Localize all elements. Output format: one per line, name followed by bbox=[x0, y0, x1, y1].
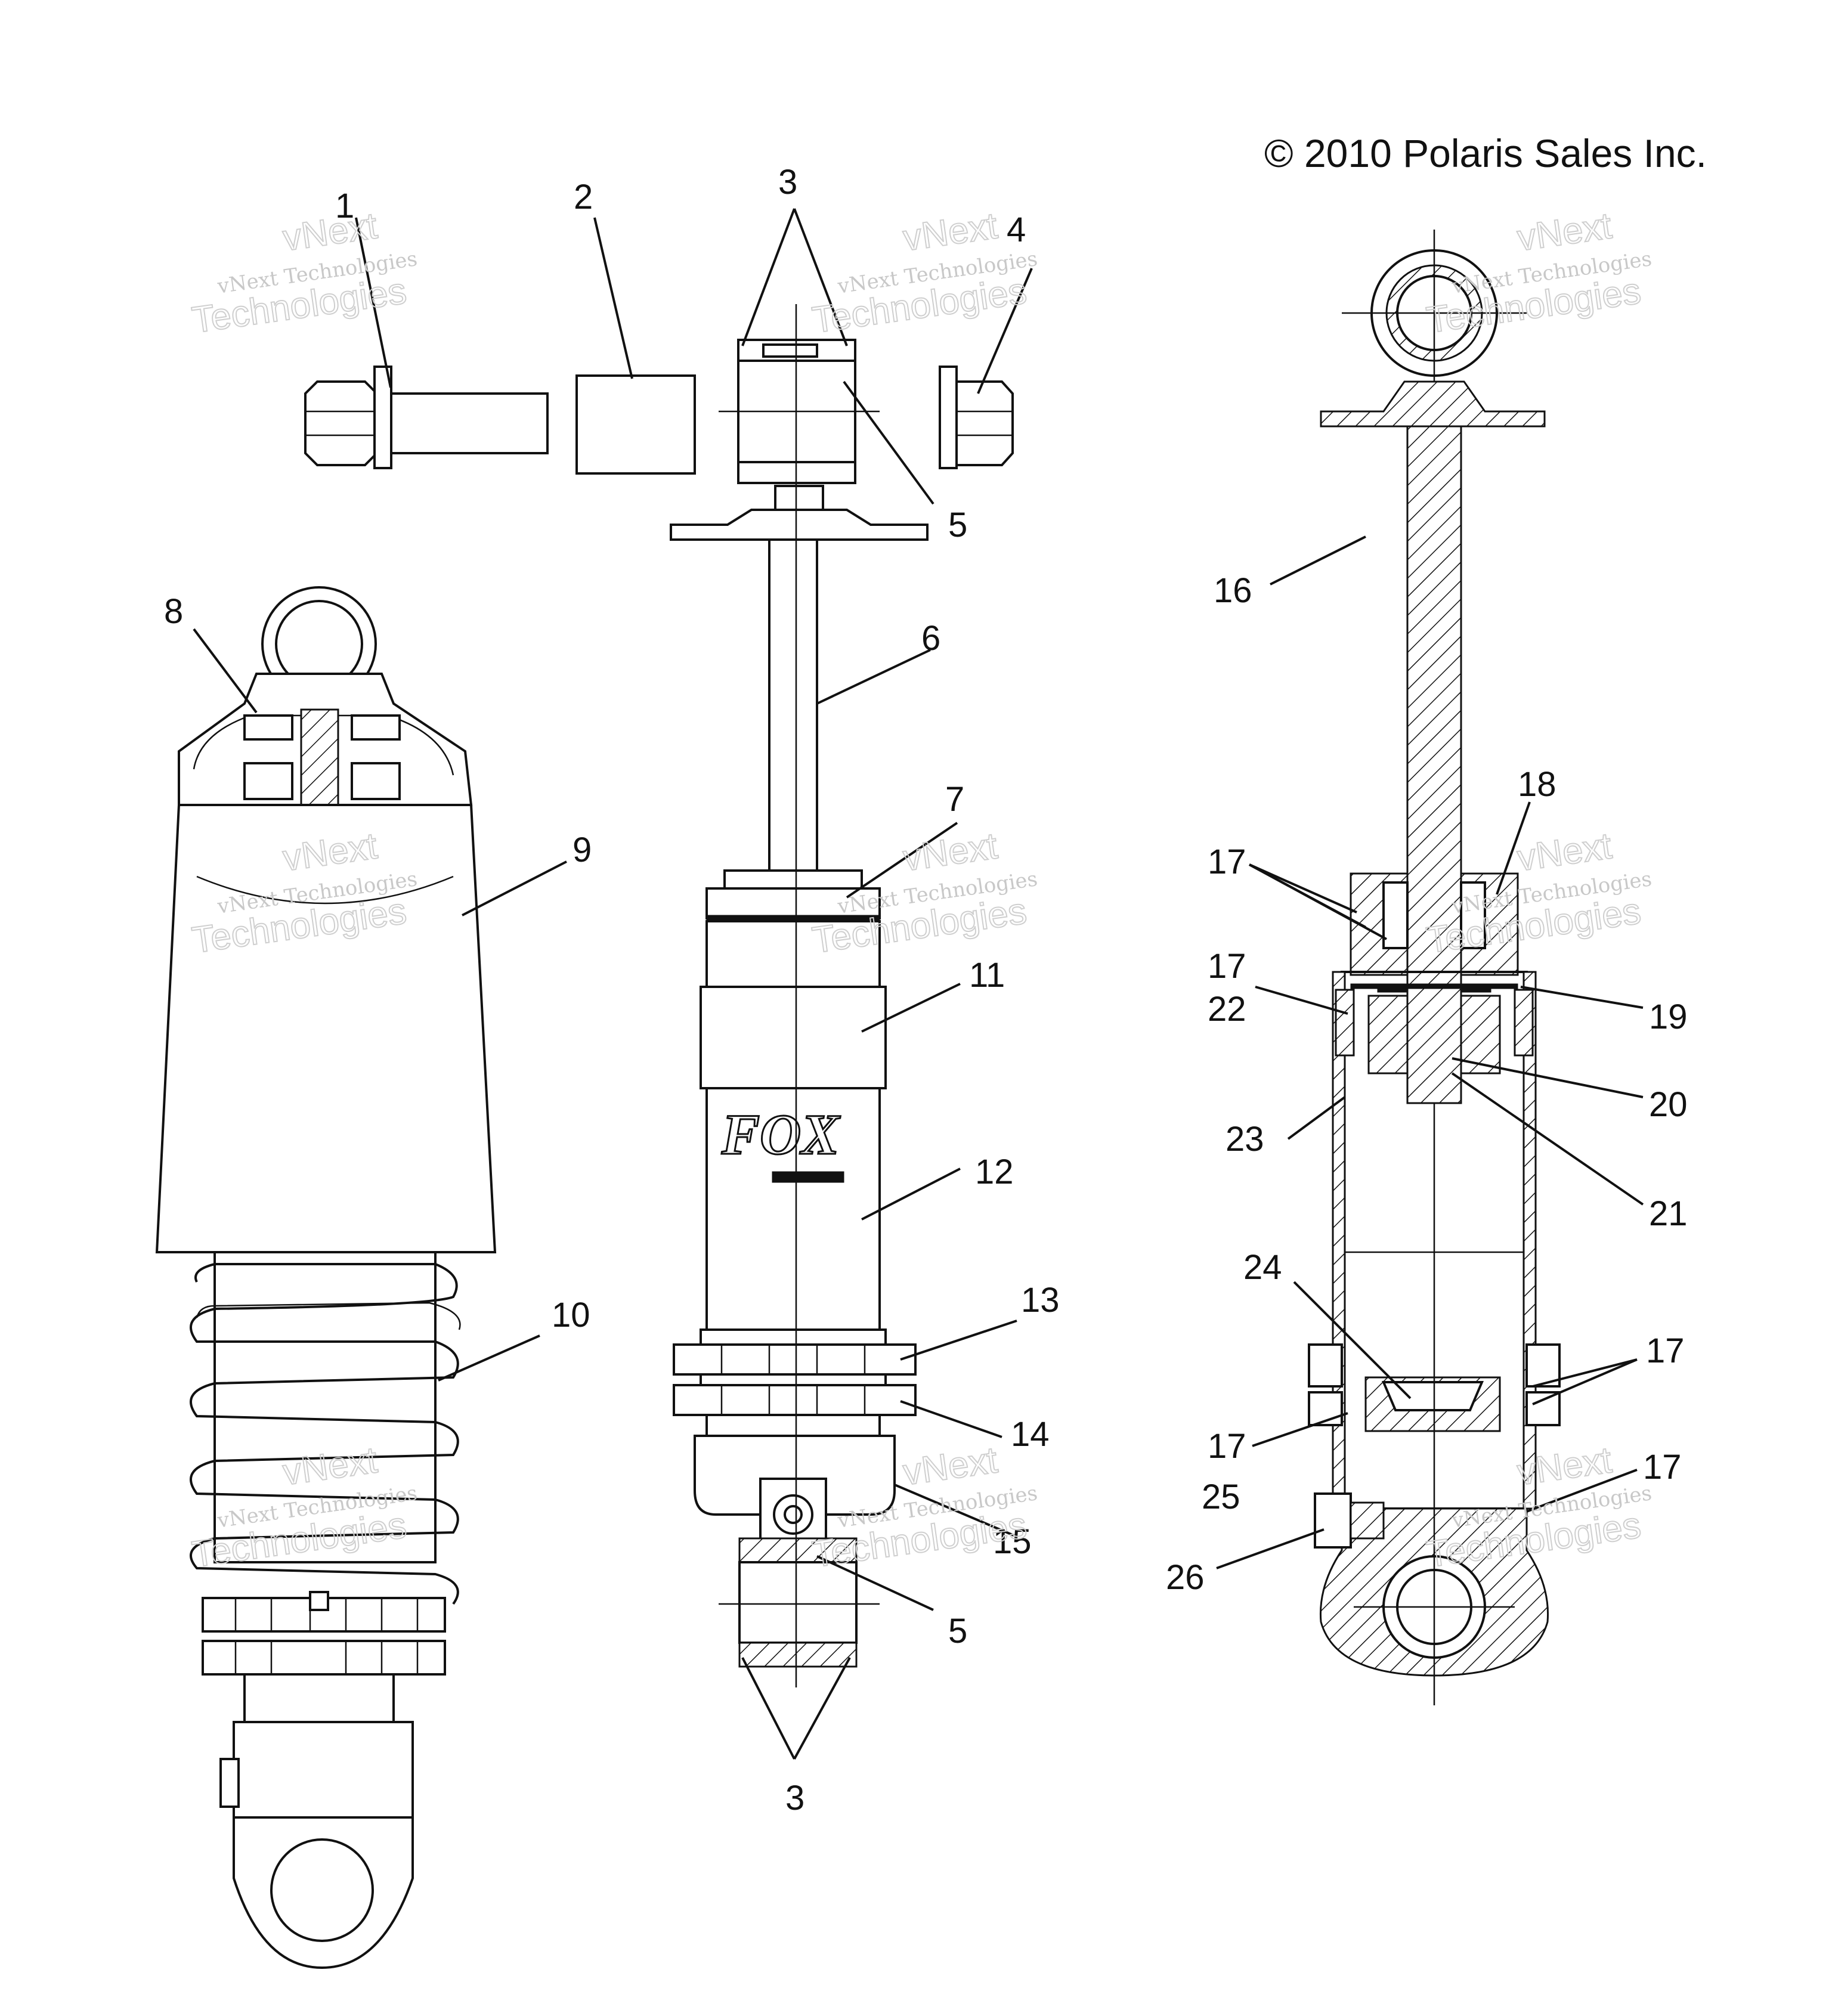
callout-4: 4 bbox=[1007, 210, 1026, 249]
callout-6: 6 bbox=[921, 619, 940, 658]
cross-section-shock-right bbox=[1308, 230, 1561, 1705]
callout-14: 14 bbox=[1011, 1415, 1050, 1454]
callout-17-top: 17 bbox=[1208, 843, 1246, 881]
lock-nut bbox=[939, 366, 1014, 469]
callout-23: 23 bbox=[1226, 1120, 1264, 1159]
callout-9: 9 bbox=[572, 831, 592, 869]
callout-7: 7 bbox=[945, 780, 964, 819]
callout-17-lower-right: 17 bbox=[1643, 1448, 1682, 1487]
callout-17-right: 17 bbox=[1646, 1331, 1685, 1370]
callout-5-top: 5 bbox=[948, 506, 967, 544]
callout-24: 24 bbox=[1243, 1248, 1282, 1287]
callout-8: 8 bbox=[164, 592, 183, 631]
watermark-text: vNext bbox=[900, 825, 1000, 879]
copyright-text: © 2010 Polaris Sales Inc. bbox=[1264, 131, 1707, 175]
callout-labels: 1 2 3 4 5 6 7 8 9 10 11 12 13 14 15 5 3 … bbox=[164, 163, 1688, 1817]
callout-3-top: 3 bbox=[778, 163, 797, 202]
callout-11: 11 bbox=[969, 956, 1005, 995]
leader-lines bbox=[193, 208, 1644, 1760]
watermark-text: vNext bbox=[900, 1439, 1000, 1493]
callout-17-lower-left: 17 bbox=[1208, 1427, 1246, 1466]
callout-26: 26 bbox=[1166, 1558, 1205, 1597]
callout-3-bottom: 3 bbox=[785, 1779, 804, 1817]
callout-5-bottom: 5 bbox=[948, 1612, 967, 1650]
watermark-text: vNext bbox=[1515, 205, 1614, 259]
callout-1: 1 bbox=[335, 187, 354, 225]
callout-19: 19 bbox=[1649, 998, 1688, 1036]
fox-logo: FOX bbox=[721, 1103, 840, 1166]
callout-10: 10 bbox=[552, 1296, 590, 1334]
callout-2: 2 bbox=[574, 178, 593, 216]
callout-22: 22 bbox=[1208, 990, 1246, 1029]
callout-21: 21 bbox=[1649, 1194, 1688, 1233]
assembled-shock-left bbox=[155, 586, 497, 1969]
watermark-text: vNext bbox=[280, 205, 380, 259]
callout-18: 18 bbox=[1518, 765, 1556, 804]
mounting-spacer bbox=[575, 374, 696, 475]
fox-logo-tagline bbox=[772, 1171, 844, 1183]
callout-13: 13 bbox=[1021, 1281, 1060, 1320]
mounting-bolt bbox=[304, 366, 549, 469]
exploded-shock-center: FOX bbox=[670, 304, 929, 1687]
watermark-text: vNext bbox=[900, 205, 1000, 259]
callout-12: 12 bbox=[975, 1153, 1014, 1191]
callout-25: 25 bbox=[1202, 1478, 1240, 1516]
callout-17-mid: 17 bbox=[1208, 947, 1246, 986]
callout-15: 15 bbox=[993, 1522, 1032, 1561]
watermark-text: vNext bbox=[1515, 825, 1614, 879]
callout-20: 20 bbox=[1649, 1085, 1688, 1124]
callout-16: 16 bbox=[1214, 571, 1252, 610]
